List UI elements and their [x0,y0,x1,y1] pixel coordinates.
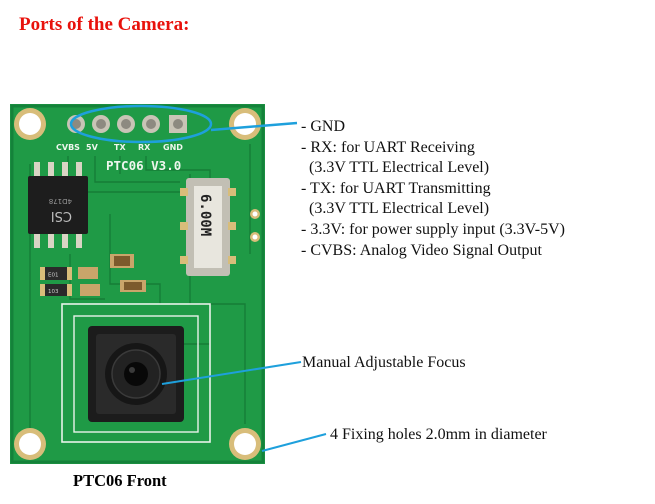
component-label: E01 [48,273,58,279]
header-pin [169,115,187,133]
pin-label-rx: RX [138,143,151,152]
port-description-list: - GND - RX: for UART Receiving (3.3V TTL… [301,117,565,261]
port-line-rx: - RX: for UART Receiving [301,138,475,156]
smd-components: E01 103 [40,254,146,296]
port-line-cvbs: - CVBS: Analog Video Signal Output [301,241,542,259]
port-line-tx: - TX: for UART Transmitting [301,179,491,197]
pin-label-5v: 5V [86,143,99,152]
header-pin [117,115,135,133]
component-label: 103 [48,289,59,295]
via-pads [250,209,260,242]
pin-label-cvbs: CVBS [56,143,80,152]
focus-annotation-label: Manual Adjustable Focus [302,354,466,371]
mounting-hole [14,108,46,140]
board-caption: PTC06 Front [73,471,167,490]
header-pin [67,115,85,133]
ic-chip: CSI 4D178 [28,162,88,248]
header-pin [92,115,110,133]
mounting-hole [229,428,261,460]
crystal-oscillator: 6.00M [180,178,236,276]
pin-label-tx: TX [114,143,126,152]
mounting-hole [14,428,46,460]
pin-label-gnd: GND [163,143,183,152]
holes-annotation-label: 4 Fixing holes 2.0mm in diameter [330,426,547,443]
port-line-rx-level: (3.3V TTL Electrical Level) [301,159,490,177]
port-line-power: - 3.3V: for power supply input (3.3V-5V) [301,220,565,238]
chip-label: CSI [51,208,72,223]
lens-module [88,326,184,422]
header-pin [142,115,160,133]
page-title: Ports of the Camera: [19,14,190,35]
port-line-tx-level: (3.3V TTL Electrical Level) [301,200,490,218]
crystal-label: 6.00M [197,194,213,236]
chip-sub-label: 4D178 [49,197,72,205]
port-line-gnd: - GND [301,118,345,135]
camera-board-photo: CVBS 5V TX RX GND PTC06 V3.0 CSI 4D178 [10,104,265,464]
camera-board-illustration: CVBS 5V TX RX GND PTC06 V3.0 CSI 4D178 [10,104,265,464]
mounting-holes [14,108,261,460]
holes-callout-line [261,433,327,452]
board-model-label: PTC06 V3.0 [106,158,181,173]
mounting-hole [229,108,261,140]
